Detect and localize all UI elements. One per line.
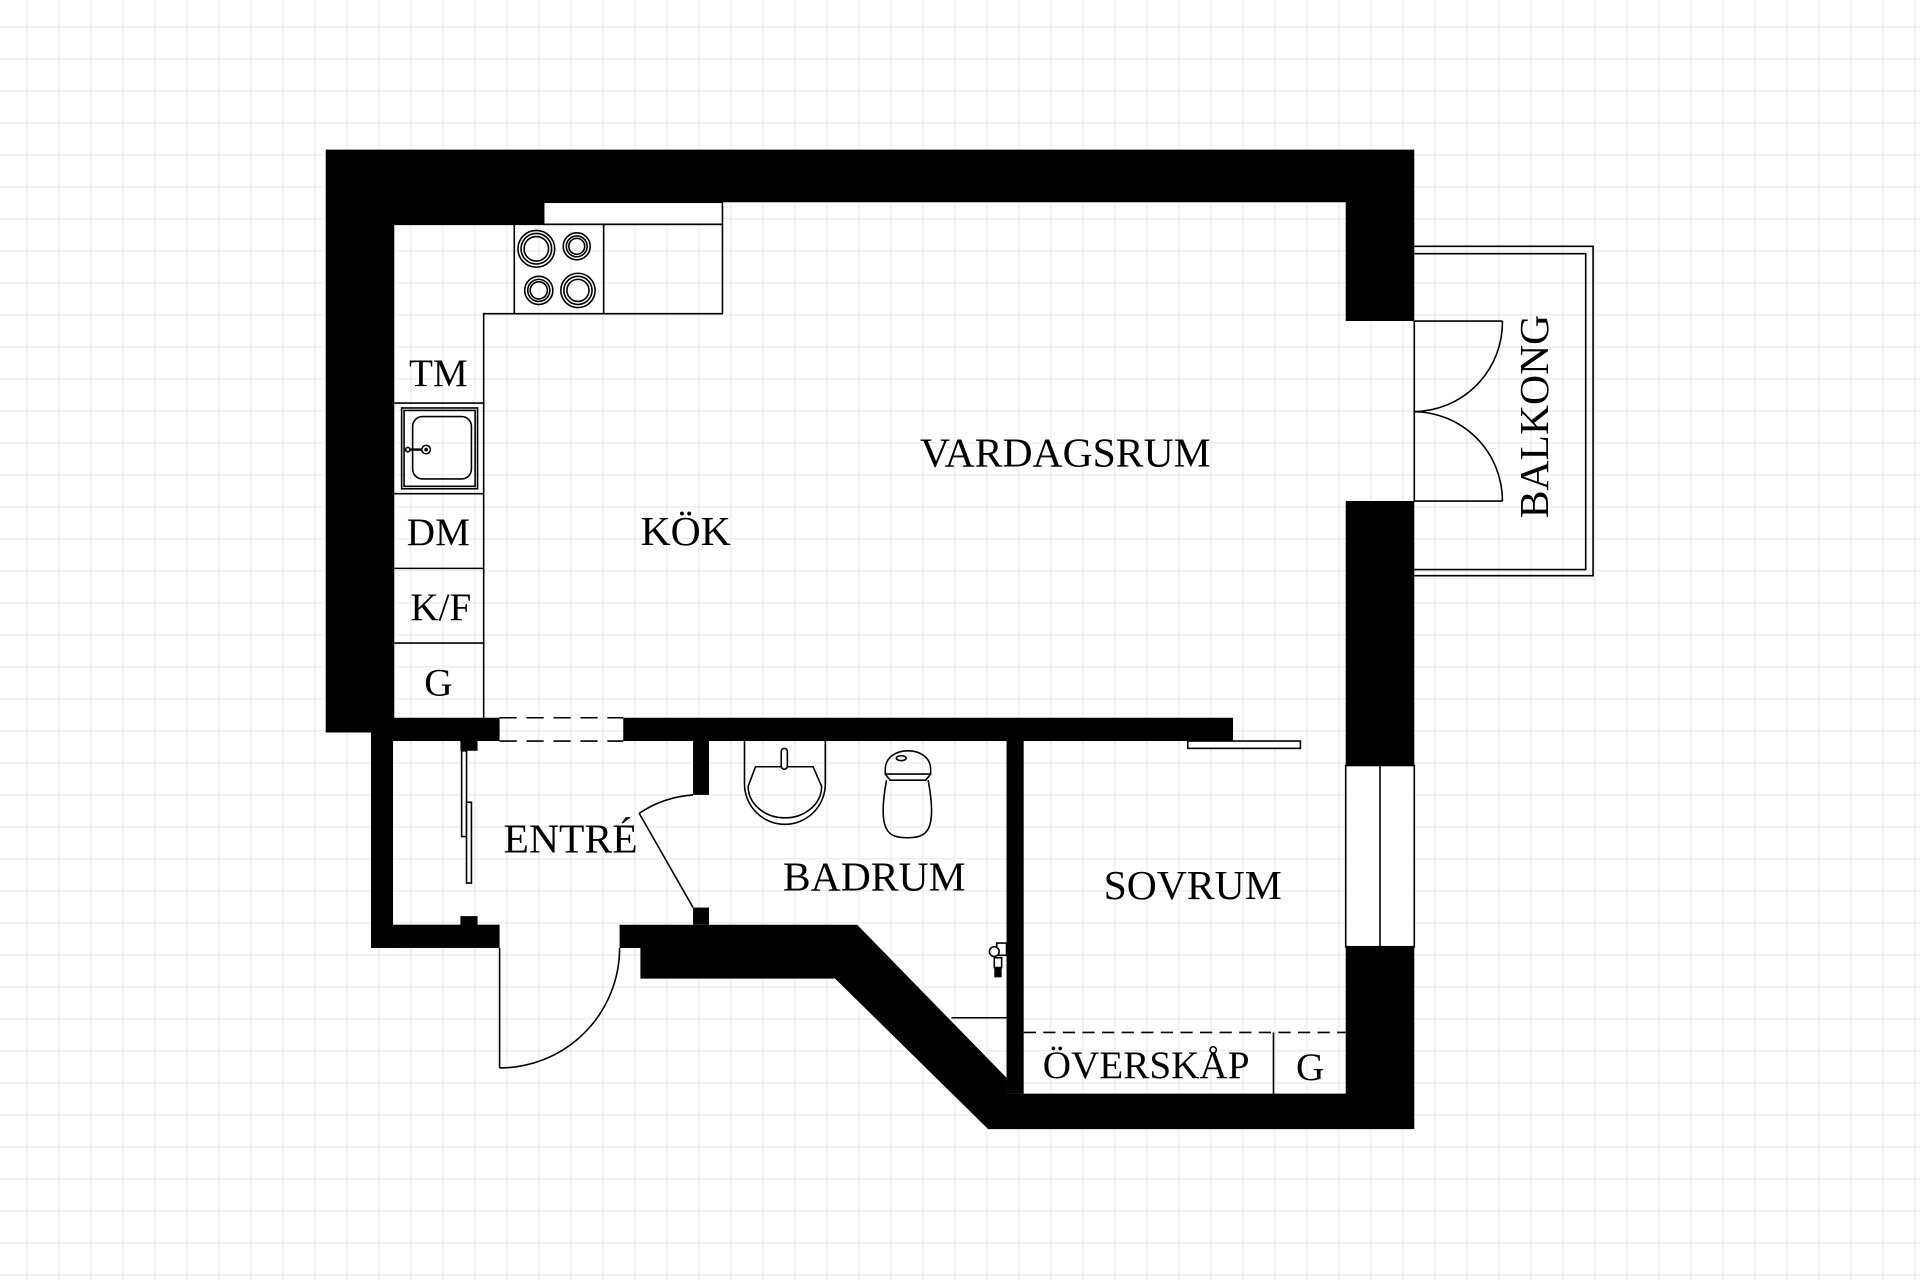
room-label-living-room: VARDAGSRUM [920,431,1211,477]
closet-sliding-door-1[interactable] [460,750,468,838]
bathroom-sink-icon [743,741,827,826]
unit-label-overhead-cabinet: ÖVERSKÅP [1043,1044,1250,1087]
balcony [1413,245,1594,577]
upper-cabinet [542,201,724,226]
unit-label-kf: K/F [410,586,471,629]
shower-tap-icon [988,942,1008,978]
room-label-entrance: ENTRÉ [504,815,638,862]
kitchen-wall-bottom-right [623,717,1234,742]
stove-icon [517,229,596,309]
bathroom-wall-stub-bottom [693,907,709,925]
balcony-double-door[interactable] [1414,320,1504,502]
closet-stub-bottom [460,916,478,926]
unit-label-kitchen-wardrobe: G [424,662,452,705]
wall-right-bottom [619,924,1415,1130]
kitchen-counter [394,201,724,718]
closet-stub-top [460,741,478,751]
bedroom-sliding-door[interactable] [1186,740,1302,750]
outer-wall-top-left [325,149,1415,733]
kitchen-wall-bottom-left [371,717,500,742]
room-label-bedroom: SOVRUM [1104,863,1282,909]
wall-right-middle [1345,501,1415,766]
bedroom-window [1344,764,1416,948]
unit-label-bedroom-wardrobe: G [1296,1046,1324,1089]
toilet-icon [882,750,933,839]
kitchen-sink-icon [400,407,479,490]
closet-sliding-door-2[interactable] [465,801,473,884]
bedroom-partition-wall [1006,741,1024,1094]
room-label-bathroom: BADRUM [783,854,966,900]
bathroom-wall-stub-top [693,741,709,795]
room-label-balcony: BALKONG [1512,315,1558,518]
bathroom-door[interactable] [638,794,694,908]
unit-label-dm: DM [407,511,470,554]
room-label-kitchen: KÖK [641,509,731,555]
walls [325,149,1415,1130]
entrance-wall-left [371,717,394,948]
entrance-wall-bottom [371,924,500,948]
unit-label-tm: TM [409,352,468,395]
entrance-door[interactable] [498,947,621,1069]
